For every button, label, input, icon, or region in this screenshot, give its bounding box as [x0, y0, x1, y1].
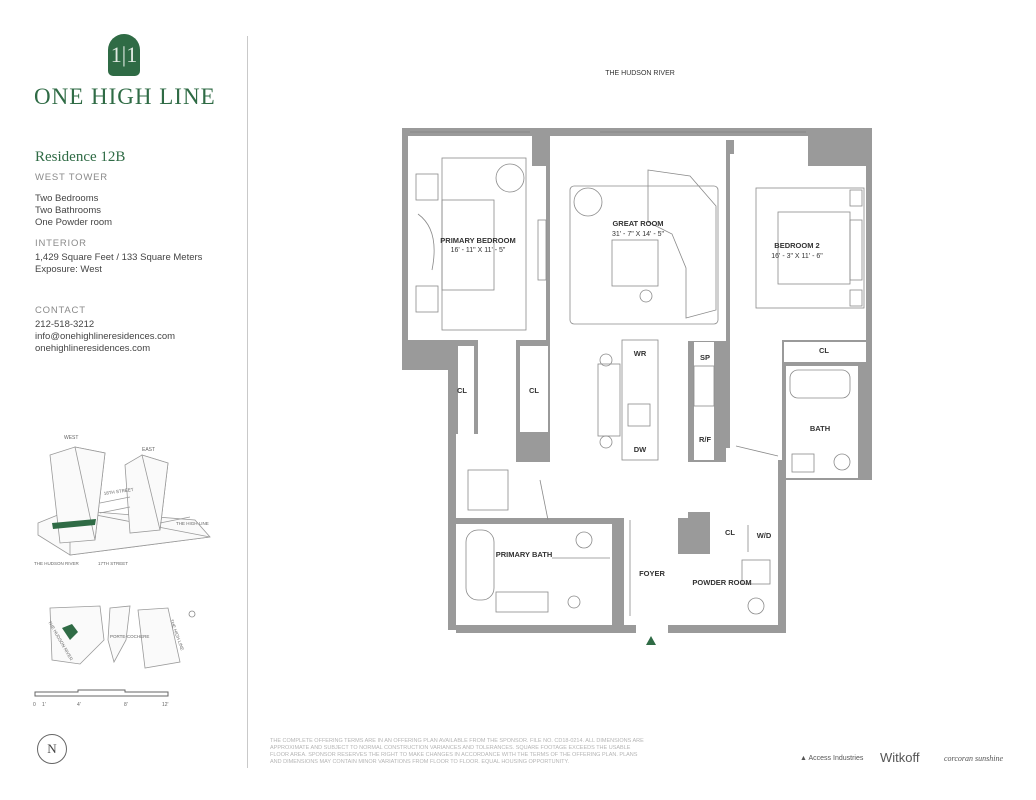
furniture [415, 157, 865, 616]
corcoran-sunshine-logo: corcoran sunshine [944, 754, 1004, 763]
closet-foyer-label: CL [725, 528, 735, 537]
key-hudson: THE HUDSON RIVER [34, 561, 80, 566]
logo-mark-text: 1|1 [110, 42, 138, 67]
wine-refrigerator-label: WR [634, 349, 647, 358]
north-label: N [47, 741, 57, 756]
primary-bedroom-dims: 16' - 11" X 11' - 5" [451, 247, 506, 254]
scale-bar: 0 1' 4' 8' 12' [33, 689, 169, 708]
residence-floor-highlight [52, 519, 96, 529]
interior-area: 1,429 Square Feet / 133 Square Meters [35, 252, 203, 263]
site-cochere: PORTE-COCHERE [110, 634, 149, 639]
closet-mid-label: CL [529, 386, 539, 395]
entry-marker-icon [646, 636, 656, 645]
primary-bath-label: PRIMARY BATH [496, 550, 553, 559]
north-arrow-icon: N [37, 734, 67, 764]
access-industries-logo: ▲ Access Industries [800, 755, 864, 762]
scale-tick-1: 1' [42, 702, 46, 708]
bedroom-2-dims: 16' - 3" X 11' - 6" [771, 253, 823, 260]
interior-label: INTERIOR [35, 238, 87, 249]
access-industries-text: Access Industries [808, 755, 864, 762]
site-north-icon [188, 610, 196, 618]
scale-tick-12: 12' [162, 702, 169, 708]
river-label: THE HUDSON RIVER [605, 70, 675, 77]
feature-bathrooms: Two Bathrooms [35, 205, 101, 216]
residence-title: Residence 12B [35, 149, 126, 165]
great-room-label: GREAT ROOM [612, 219, 663, 228]
brand-name: ONE HIGH LINE [34, 84, 216, 109]
feature-bedrooms: Two Bedrooms [35, 193, 99, 204]
legal-disclaimer: THE COMPLETE OFFERING TERMS ARE IN AN OF… [270, 738, 644, 765]
scale-tick-0: 0 [33, 702, 36, 708]
scale-tick-4: 4' [77, 702, 81, 708]
site-plan: THE HUDSON RIVER PORTE-COCHERE THE HIGH … [47, 605, 196, 669]
sidebar: 1|1 ONE HIGH LINE Residence 12B WEST TOW… [0, 0, 247, 800]
closet-left-label: CL [457, 386, 467, 395]
refrigerator-label: R/F [699, 435, 712, 444]
dishwasher-label: DW [634, 445, 647, 454]
scale-tick-8: 8' [124, 702, 128, 708]
bath-label: BATH [810, 424, 830, 433]
great-room-dims: 31' - 7" X 14' - 5" [612, 231, 665, 238]
key-east-label: EAST [142, 447, 155, 453]
tower-marker [62, 624, 78, 640]
contact-email[interactable]: info@onehighlineresidences.com [35, 331, 176, 342]
building-key-plan: WEST EAST 18TH STREET THE HIGH LINE THE … [34, 435, 211, 566]
foyer-label: FOYER [639, 569, 665, 578]
key-west-label: WEST [64, 435, 78, 441]
feature-powder-room: One Powder room [35, 217, 113, 228]
sidebar-divider [247, 36, 248, 768]
contact-label: CONTACT [35, 305, 86, 316]
speed-oven-label: SP [700, 353, 710, 362]
key-18th-street: 18TH STREET [103, 487, 134, 496]
interior-exposure: Exposure: West [35, 264, 102, 275]
primary-bedroom-label: PRIMARY BEDROOM [440, 236, 515, 245]
key-high-line: THE HIGH LINE [176, 521, 209, 526]
one-high-line-logo-icon: 1|1 [108, 34, 140, 76]
contact-website[interactable]: onehighlineresidences.com [35, 343, 151, 354]
powder-room-label: POWDER ROOM [692, 578, 751, 587]
contact-phone[interactable]: 212-518-3212 [35, 319, 95, 330]
tower-label: WEST TOWER [35, 172, 108, 183]
washer-dryer-label: W/D [757, 531, 772, 540]
bedroom-2-label: BEDROOM 2 [774, 241, 819, 250]
key-17th-street: 17TH STREET [98, 561, 128, 566]
closet-right-label: CL [819, 346, 829, 355]
witkoff-logo: Witkoff [880, 750, 920, 765]
